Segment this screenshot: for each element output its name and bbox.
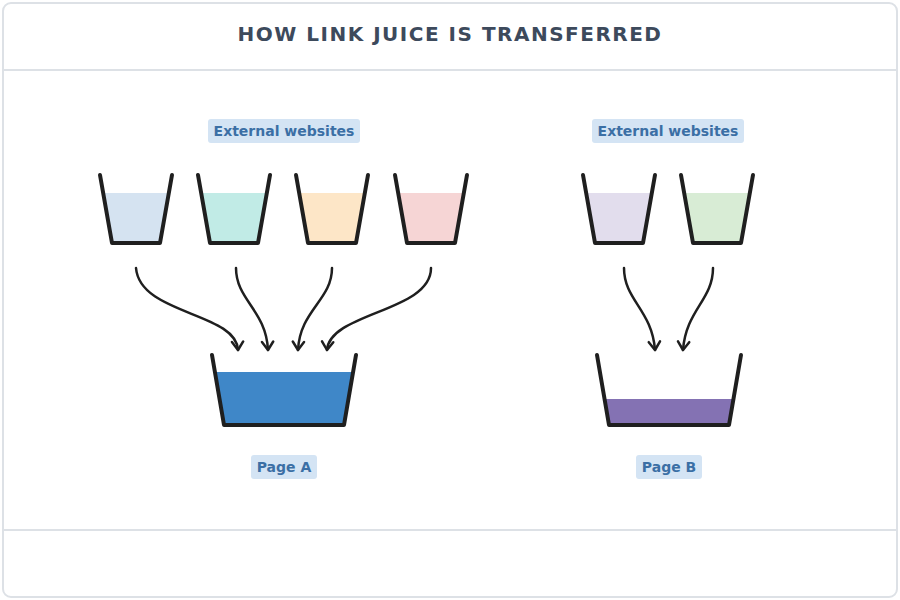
arrow-shaft	[327, 268, 431, 350]
arrow-shaft	[683, 268, 713, 350]
cup-outline	[597, 355, 741, 425]
header-rule	[4, 69, 896, 71]
cup	[681, 175, 753, 243]
arrow-head	[678, 341, 689, 350]
arrow-shaft	[298, 268, 332, 350]
flow-arrow	[136, 268, 243, 350]
cup-liquid	[684, 193, 750, 243]
group-label: External websites	[208, 119, 361, 143]
label-text: Page A	[257, 458, 312, 476]
label-text: External websites	[214, 122, 355, 140]
cup-liquid	[103, 193, 169, 243]
cup-outline	[296, 175, 368, 243]
flow-arrow	[293, 268, 332, 350]
label-text: Page B	[642, 458, 696, 476]
cup	[212, 355, 356, 425]
cup-outline	[212, 355, 356, 425]
flow-arrow	[678, 268, 713, 350]
cup-liquid	[201, 193, 267, 243]
arrows	[136, 268, 713, 350]
cup-liquid	[215, 372, 353, 425]
arrow-head	[293, 341, 304, 350]
arrow-shaft	[236, 268, 268, 350]
card-frame	[3, 3, 897, 597]
arrow-head	[232, 341, 243, 350]
arrow-head	[262, 341, 273, 350]
diagram-title: HOW LINK JUICE IS TRANSFERRED	[0, 22, 900, 46]
cup-liquid	[586, 193, 652, 243]
page-label: Page B	[636, 455, 702, 479]
cup-outline	[583, 175, 655, 243]
cup-outline	[100, 175, 172, 243]
page-label: Page A	[251, 455, 318, 479]
cup	[198, 175, 270, 243]
cup-outline	[681, 175, 753, 243]
cup-liquid	[299, 193, 365, 243]
cup	[296, 175, 368, 243]
flow-arrow	[624, 268, 660, 350]
arrow-head	[322, 341, 333, 350]
cup	[100, 175, 172, 243]
group-label: External websites	[592, 119, 745, 143]
cup-liquid	[605, 399, 734, 425]
footer-rule	[4, 529, 896, 531]
cup	[395, 175, 467, 243]
cups	[100, 175, 753, 425]
cup	[597, 355, 741, 425]
cup-outline	[198, 175, 270, 243]
flow-arrow	[322, 268, 431, 350]
arrow-head	[649, 341, 660, 350]
cup-liquid	[398, 193, 464, 243]
arrow-shaft	[624, 268, 655, 350]
cup-outline	[395, 175, 467, 243]
arrow-shaft	[136, 268, 238, 350]
cup	[583, 175, 655, 243]
flow-arrow	[236, 268, 273, 350]
label-text: External websites	[598, 122, 739, 140]
